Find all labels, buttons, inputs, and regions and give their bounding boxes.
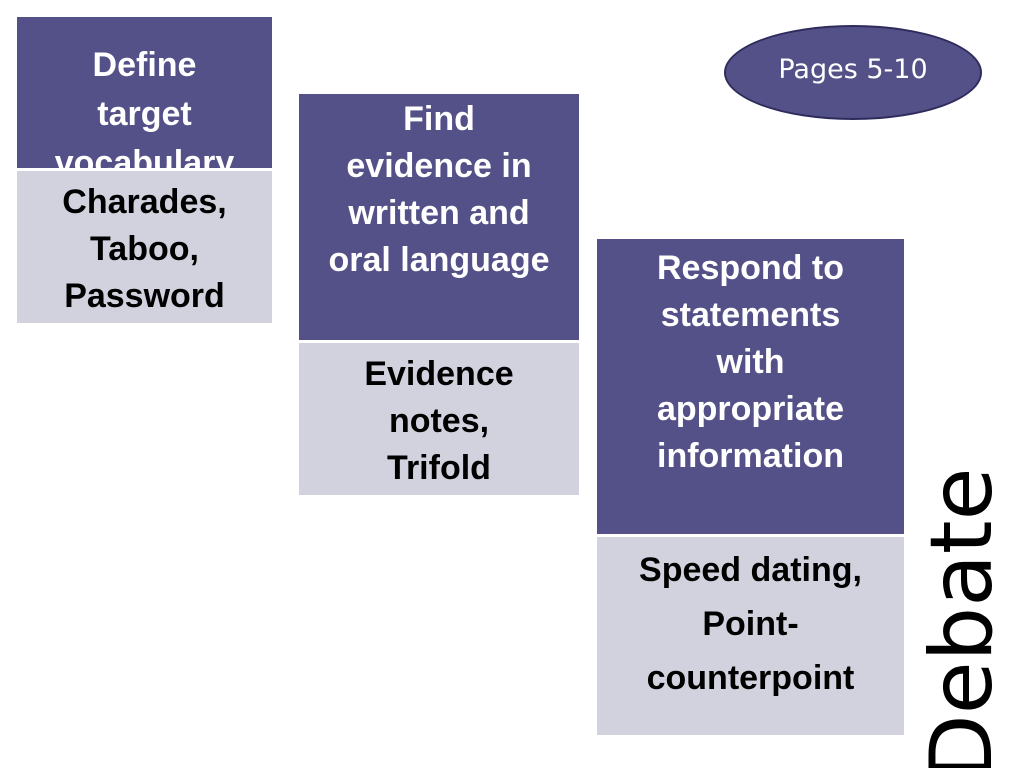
step-1-goal-box: Define target vocabulary [17,17,272,182]
step-3-activity-line: Speed dating, [639,551,862,589]
debate-label: Debate [912,467,1012,768]
step-3-goal-line: information [657,437,844,475]
step-2-activity-line: Evidence [364,355,514,393]
step-2-goal-box: Find evidence in written and oral langua… [299,94,579,340]
step-2-activity-line: notes, [388,402,490,440]
step-3-activity-box: Speed dating, Point- counterpoint [597,537,904,735]
step-2-goal-line: Find [403,100,475,138]
step-3-goal-box: Respond to statements with appropriate i… [597,239,904,534]
step-1-goal-line: Define [92,46,197,84]
step-1-activity-box: Charades, Taboo, Password [17,171,272,323]
step-3-activity-line: Point- [702,605,799,643]
step-2-goal-line: evidence in [346,147,532,185]
step-3-goal-line: statements [660,296,841,334]
step-3-goal-line: with [716,343,785,381]
step-3-goal-line: appropriate [656,390,845,428]
step-2-goal-line: written and [348,194,530,232]
step-3-activity-line: counterpoint [646,659,855,697]
step-1-goal-line: target [97,95,192,133]
step-2-activity-box: Evidence notes, Trifold [299,343,579,495]
step-2-goal-line: oral language [328,241,550,279]
pages-badge: Pages 5-10 [724,25,982,120]
step-1-activity-line: Password [64,277,225,315]
pages-badge-label: Pages 5-10 [778,54,928,85]
step-1-activity-line: Charades, [62,183,227,221]
step-3-goal-line: Respond to [657,249,844,287]
step-1-activity-line: Taboo, [90,230,199,268]
step-2-activity-line: Trifold [387,449,491,487]
